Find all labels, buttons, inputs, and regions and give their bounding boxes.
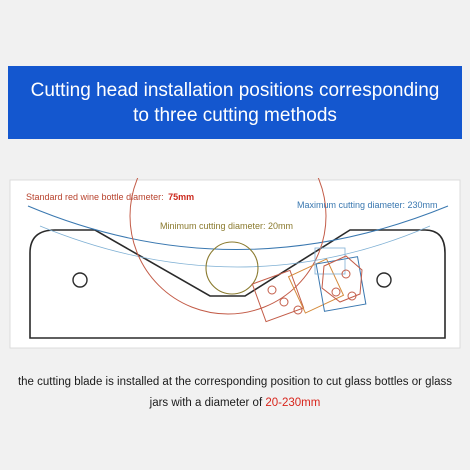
caption-highlight: 20-230mm — [265, 397, 321, 409]
maximum-arc-inner — [39, 225, 431, 268]
maximum-arc — [27, 205, 449, 250]
cutting-head-red — [251, 269, 305, 323]
caption: the cutting blade is installed at the co… — [12, 372, 458, 414]
diagram-svg: Standard red wine bottle diameter: 75mm … — [9, 117, 461, 349]
left-hole — [72, 272, 88, 288]
label-standard: Standard red wine bottle diameter: 75mm — [26, 192, 194, 202]
caption-text: the cutting blade is installed at the co… — [17, 376, 453, 409]
title-banner: Cutting head installation positions corr… — [8, 66, 462, 139]
cutting-head-orange — [287, 258, 345, 314]
label-maximum: Maximum cutting diameter: 230mm — [297, 200, 438, 210]
hex-head — [321, 255, 363, 303]
banner-title: Cutting head installation positions corr… — [30, 79, 440, 126]
label-minimum: Minimum cutting diameter: 20mm — [160, 221, 293, 231]
diagram-panel — [9, 179, 461, 349]
minimum-circle — [205, 241, 259, 295]
base-outline — [29, 229, 446, 339]
right-hole — [376, 272, 392, 288]
cutting-diagram: Standard red wine bottle diameter: 75mm … — [0, 117, 470, 350]
